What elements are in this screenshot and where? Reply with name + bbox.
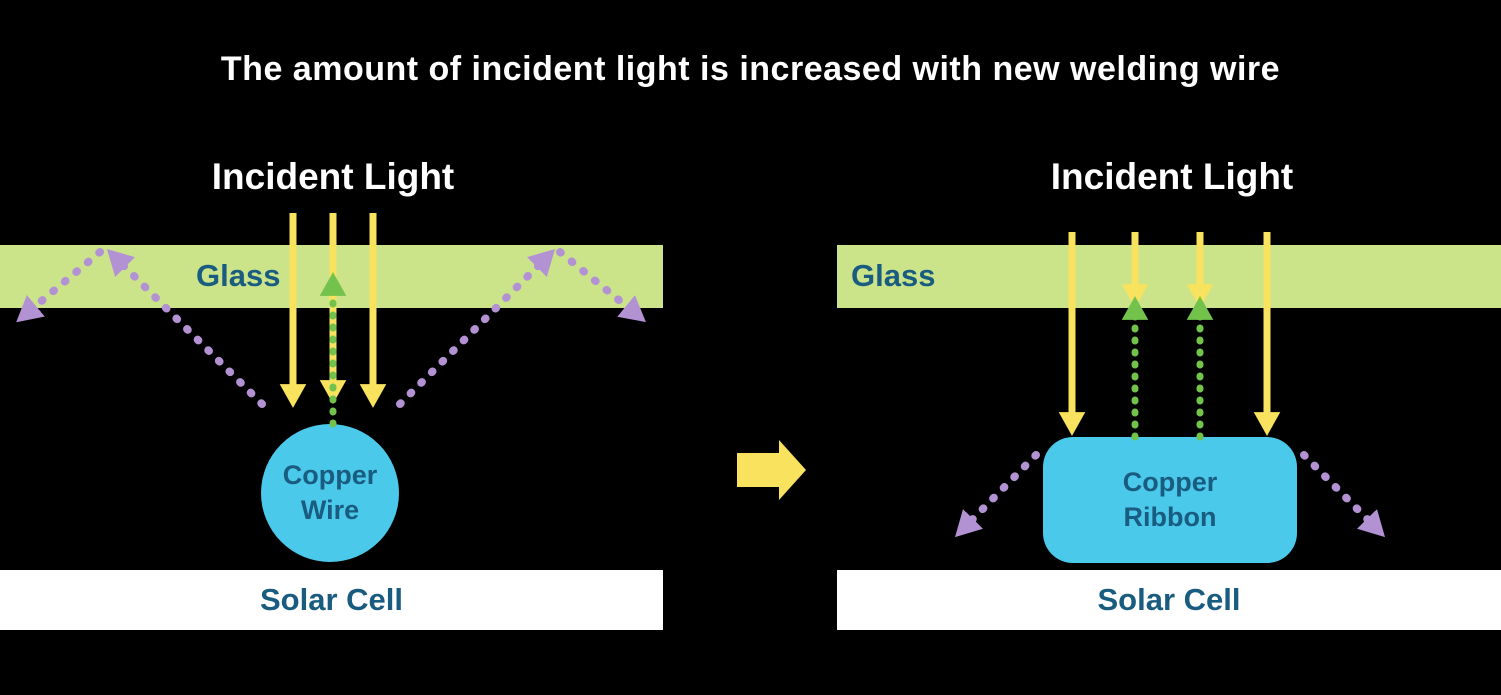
left-copper-wire-label-line1: Copper xyxy=(282,459,378,490)
left-glass-band xyxy=(0,245,663,308)
right-incident-light-label: Incident Light xyxy=(1050,156,1294,197)
left-solar-cell: Solar Cell xyxy=(0,570,663,630)
reflected-arrow xyxy=(955,451,1040,538)
left-glass-label: Glass xyxy=(196,258,281,293)
right-copper-ribbon-label-line1: Copper xyxy=(1122,466,1218,497)
left-solar-cell-label: Solar Cell xyxy=(260,582,403,617)
transition-arrow xyxy=(737,440,806,500)
right-transmitted-light-arrows xyxy=(1121,296,1214,441)
left-incident-light-label: Incident Light xyxy=(211,156,455,197)
left-copper-wire: Copper Wire xyxy=(261,424,399,562)
diagram-title: The amount of incident light is increase… xyxy=(220,50,1281,88)
right-copper-ribbon: Copper Ribbon xyxy=(1043,437,1297,563)
right-copper-ribbon-label-line2: Ribbon xyxy=(1123,502,1217,532)
reflected-arrow xyxy=(1300,451,1385,538)
right-glass-label: Glass xyxy=(851,258,936,293)
left-copper-wire-label-line2: Wire xyxy=(300,495,360,525)
right-solar-cell-label: Solar Cell xyxy=(1097,582,1241,617)
right-glass-band xyxy=(837,245,1501,308)
right-solar-cell: Solar Cell xyxy=(837,570,1501,630)
